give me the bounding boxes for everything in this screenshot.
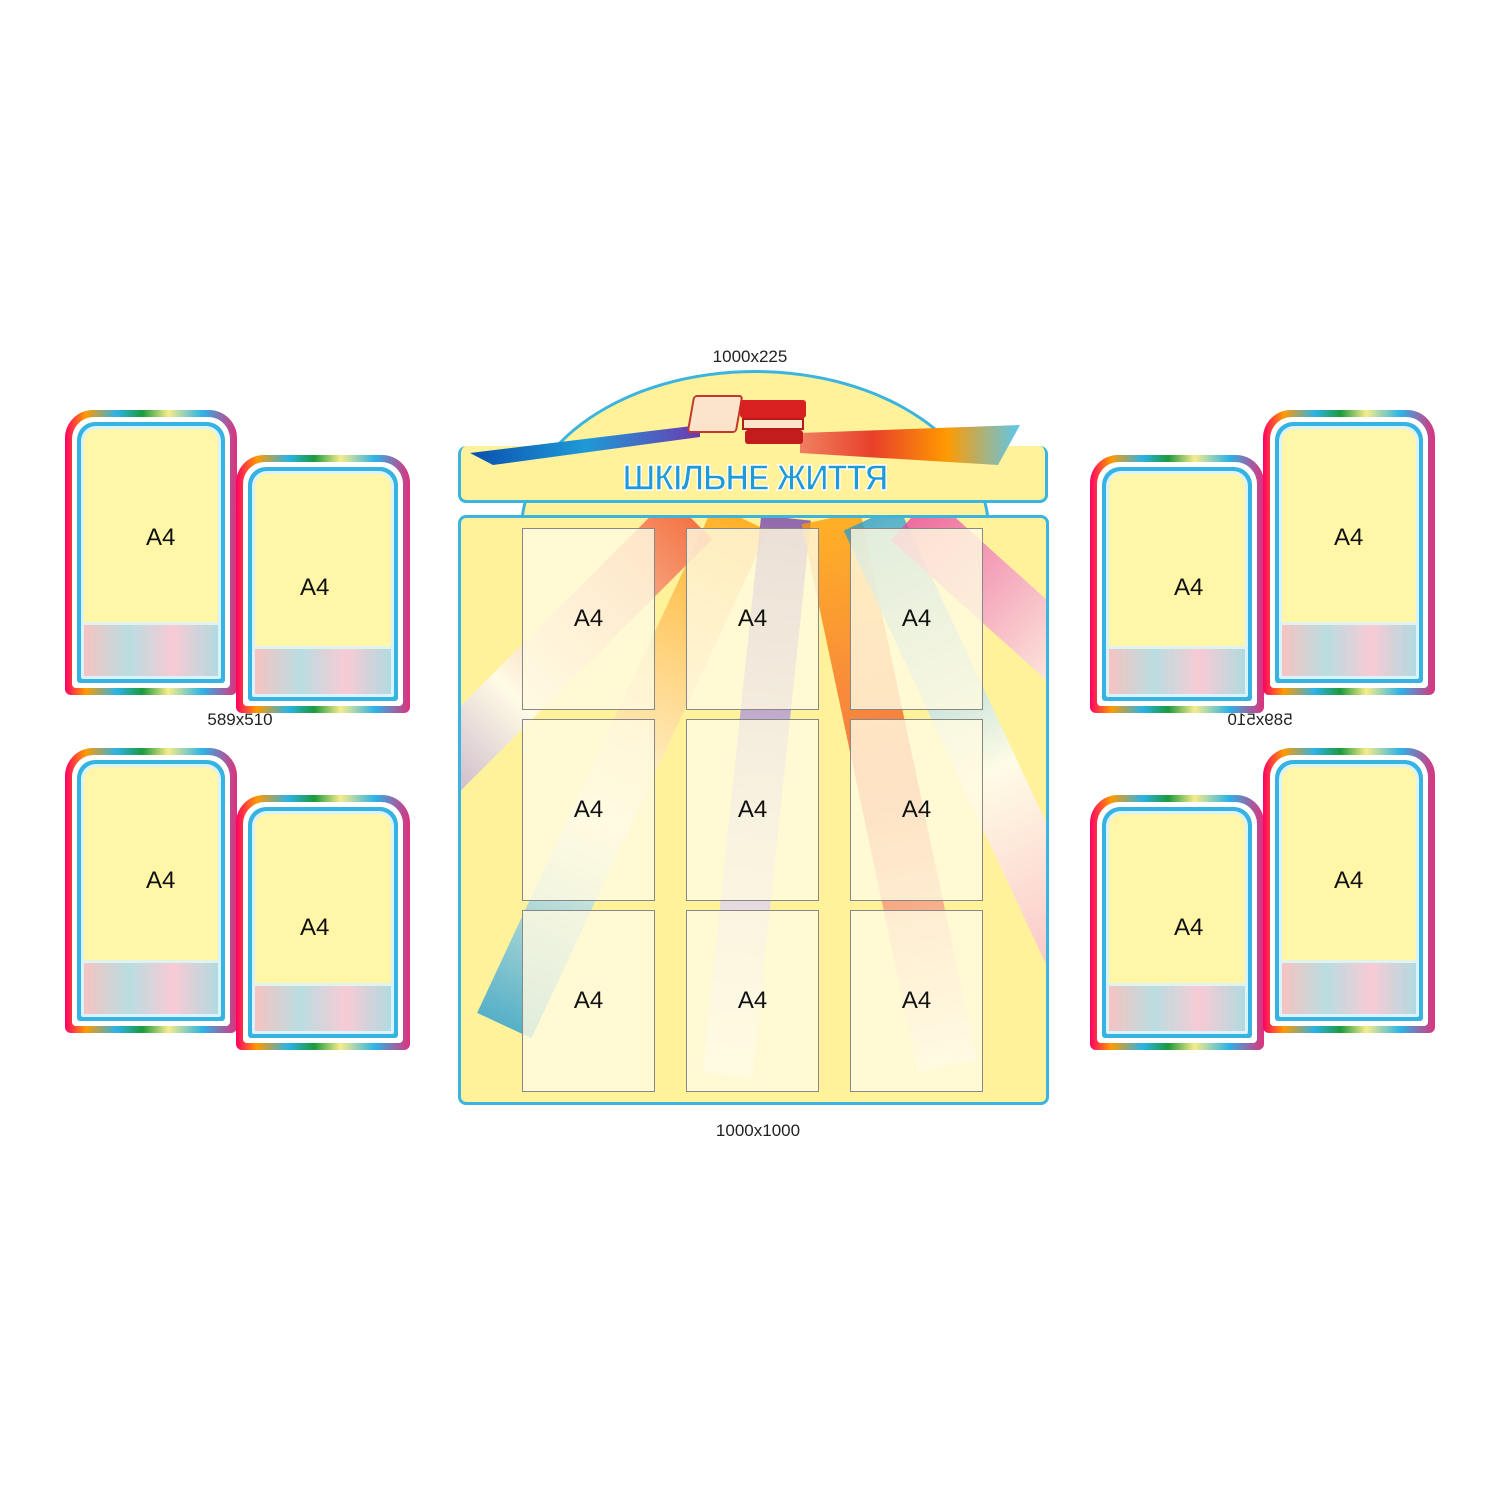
pocket-label: A4	[146, 867, 176, 894]
a4-pocket: A4	[522, 910, 655, 1092]
open-book-icon	[686, 395, 744, 433]
dimension-label: 1000x225	[712, 347, 788, 366]
book-page: A4	[236, 455, 410, 713]
a4-pocket: A4	[850, 910, 983, 1092]
dimension-label: 1000x1000	[715, 1121, 801, 1140]
book-page: A4	[65, 748, 237, 1033]
book-page: A4	[236, 795, 410, 1050]
pocket-label: A4	[1334, 524, 1364, 551]
pocket-label: A4	[300, 914, 330, 941]
a4-pocket: A4	[850, 528, 983, 710]
book-page: A4	[65, 410, 237, 695]
a4-pocket: A4	[522, 719, 655, 901]
stand-title: ШКІЛЬНЕ ЖИТТЯ	[622, 456, 889, 499]
book-page: A4	[1263, 410, 1435, 695]
pocket-label: A4	[300, 574, 330, 601]
pocket-label: A4	[1174, 574, 1204, 601]
pocket-label: A4	[1334, 867, 1364, 894]
book-page: A4	[1263, 748, 1435, 1033]
book-page: A4	[1090, 455, 1264, 713]
a4-pocket: A4	[686, 719, 819, 901]
pocket-label: A4	[146, 524, 176, 551]
book-page: A4	[1090, 795, 1264, 1050]
a4-pocket: A4	[686, 528, 819, 710]
pocket-label: A4	[1174, 914, 1204, 941]
dimension-label-mirrored: 589x510	[1227, 710, 1293, 729]
dimension-label: 589x510	[207, 710, 273, 729]
a4-pocket: A4	[850, 719, 983, 901]
books-stack-icon	[740, 400, 806, 418]
a4-pocket: A4	[686, 910, 819, 1092]
a4-pocket: A4	[522, 528, 655, 710]
